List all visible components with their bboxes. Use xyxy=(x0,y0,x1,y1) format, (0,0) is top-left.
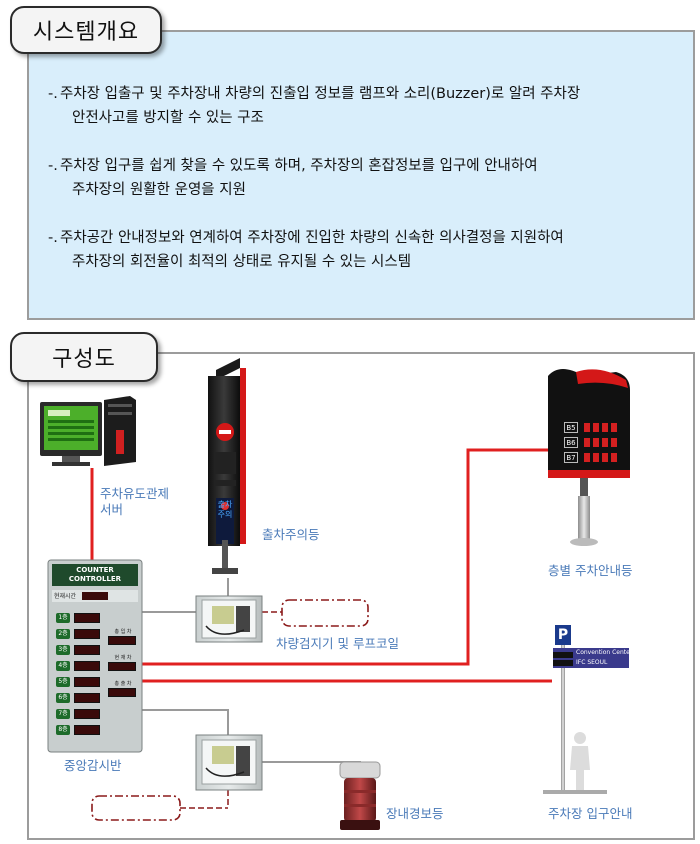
server-caption-line2: 서버 xyxy=(100,502,124,517)
controller-header-line2: CONTROLLER xyxy=(68,575,122,583)
controller-side-label: 총 출 차 xyxy=(114,681,132,687)
server-caption: 주차유도관제 서버 xyxy=(100,486,169,518)
controller-floor-row: 4층 xyxy=(56,658,106,674)
controller-floor-label: 3층 xyxy=(56,645,70,655)
vehicle-detector-2 xyxy=(195,734,263,791)
controller-floor-row: 6층 xyxy=(56,690,106,706)
loop-coil-2 xyxy=(91,795,181,821)
floor-display-row: B6 xyxy=(564,435,624,450)
controller-floor-label: 7층 xyxy=(56,709,70,719)
controller-side-counter: 현 재 차 xyxy=(108,654,138,680)
bullet-dash: -. xyxy=(48,86,58,102)
controller-floor-digits xyxy=(74,629,100,639)
server-caption-line1: 주차유도관제 xyxy=(100,486,170,501)
controller-caption: 중앙감시반 xyxy=(64,758,122,773)
controller-floor-digits xyxy=(74,645,100,655)
floor-display-caption: 층별 주차안내등 xyxy=(548,563,633,578)
controller-floor-row: 1층 xyxy=(56,610,106,626)
controller-time-label: 현재시간 xyxy=(54,593,77,600)
overview-bullet-3: -. 주차공간 안내정보와 연계하여 주차장에 진입한 차량의 신속한 의사결정… xyxy=(48,226,670,274)
exit-warning-tower xyxy=(208,358,246,574)
controller-floor-digits xyxy=(74,613,100,623)
exit-pole-text: 출차주의 xyxy=(217,500,233,519)
diagram-title: 구성도 xyxy=(10,332,158,382)
overview-bullet-1: -. 주차장 입출구 및 주차장내 차량의 진출입 정보를 램프와 소리(Buz… xyxy=(48,82,670,130)
detector-caption: 차량검지기 및 루프코일 xyxy=(276,636,399,651)
controller-floor-label: 4층 xyxy=(56,661,70,671)
bullet-line: 안전사고를 방지할 수 있는 구조 xyxy=(72,110,264,126)
controller-side-digits xyxy=(108,662,136,671)
controller-floor-digits xyxy=(74,677,100,687)
floor-display-label: B5 xyxy=(564,422,578,433)
bullet-line: 주차장 입구를 쉽게 찾을 수 있도록 하며, 주차장의 혼잡정보를 입구에 안… xyxy=(60,158,538,174)
entrance-sign-caption: 주차장 입구안내 xyxy=(548,806,633,821)
controller-floor-digits xyxy=(74,661,100,671)
bullet-line: 주차장 입출구 및 주차장내 차량의 진출입 정보를 램프와 소리(Buzzer… xyxy=(60,86,581,102)
floor-display-row: B7 xyxy=(564,450,624,465)
controller-floor-label: 2층 xyxy=(56,629,70,639)
vehicle-detector-1 xyxy=(195,595,263,643)
controller-floor-label: 6층 xyxy=(56,693,70,703)
controller-floor-row: 7층 xyxy=(56,706,106,722)
entrance-sign xyxy=(543,625,629,794)
floor-display-label: B6 xyxy=(564,437,578,448)
controller-header-line1: COUNTER xyxy=(76,566,114,574)
controller-floor-digits xyxy=(74,725,100,735)
entrance-row-1: Convention Center xyxy=(576,649,633,656)
warning-lamp xyxy=(339,761,381,830)
controller-floor-label: 5층 xyxy=(56,677,70,687)
entrance-sign-rows: Convention Center IFC SEOUL xyxy=(576,648,632,668)
floor-display-digits xyxy=(584,453,618,462)
loop-coil-1 xyxy=(281,599,369,627)
floor-display-digits xyxy=(584,438,618,447)
floor-display-digits xyxy=(584,423,618,432)
controller-floor-digits xyxy=(74,693,100,703)
bullet-line: 주차장의 원활한 운영을 지원 xyxy=(72,182,246,198)
entrance-row-2: IFC SEOUL xyxy=(576,659,608,666)
controller-floor-row: 5층 xyxy=(56,674,106,690)
bullet-line: 주차공간 안내정보와 연계하여 주차장에 진입한 차량의 신속한 의사결정을 지… xyxy=(60,230,564,246)
controller-floor-row: 3층 xyxy=(56,642,106,658)
bullet-line: 주차장의 회전율이 최적의 상태로 유지될 수 있는 시스템 xyxy=(72,254,412,270)
counter-controller xyxy=(47,559,143,753)
controller-side-digits xyxy=(108,636,136,645)
controller-side-label: 현 재 차 xyxy=(114,655,132,661)
detector2-line xyxy=(141,709,229,735)
controller-side-label: 총 입 차 xyxy=(114,629,132,635)
exit-lamp-caption: 출차주의등 xyxy=(262,527,320,542)
controller-side-digits xyxy=(108,688,136,697)
bullet-dash: -. xyxy=(48,230,58,246)
overview-panel xyxy=(27,30,695,320)
controller-floor-rows: 1층 2층 3층 4층 5층 6층 7층 8층 xyxy=(56,610,106,738)
floor-display-line xyxy=(141,448,548,666)
bullet-dash: -. xyxy=(48,158,58,174)
server-computer xyxy=(40,396,136,466)
controller-side-counter: 총 출 차 xyxy=(108,680,138,706)
controller-side-counter: 총 입 차 xyxy=(108,628,138,654)
controller-floor-label: 1층 xyxy=(56,613,70,623)
entrance-p-symbol: P xyxy=(557,627,569,643)
floor-display-row: B5 xyxy=(564,420,624,435)
overview-title: 시스템개요 xyxy=(10,6,162,54)
controller-floor-row: 2층 xyxy=(56,626,106,642)
controller-header: COUNTER CONTROLLER xyxy=(52,566,138,584)
overview-bullet-2: -. 주차장 입구를 쉽게 찾을 수 있도록 하며, 주차장의 혼잡정보를 입구… xyxy=(48,154,670,202)
controller-floor-digits xyxy=(74,709,100,719)
floor-display-label: B7 xyxy=(564,452,578,463)
controller-floor-label: 8층 xyxy=(56,725,70,735)
controller-floor-row: 8층 xyxy=(56,722,106,738)
warning-lamp-caption: 장내경보등 xyxy=(386,806,444,821)
